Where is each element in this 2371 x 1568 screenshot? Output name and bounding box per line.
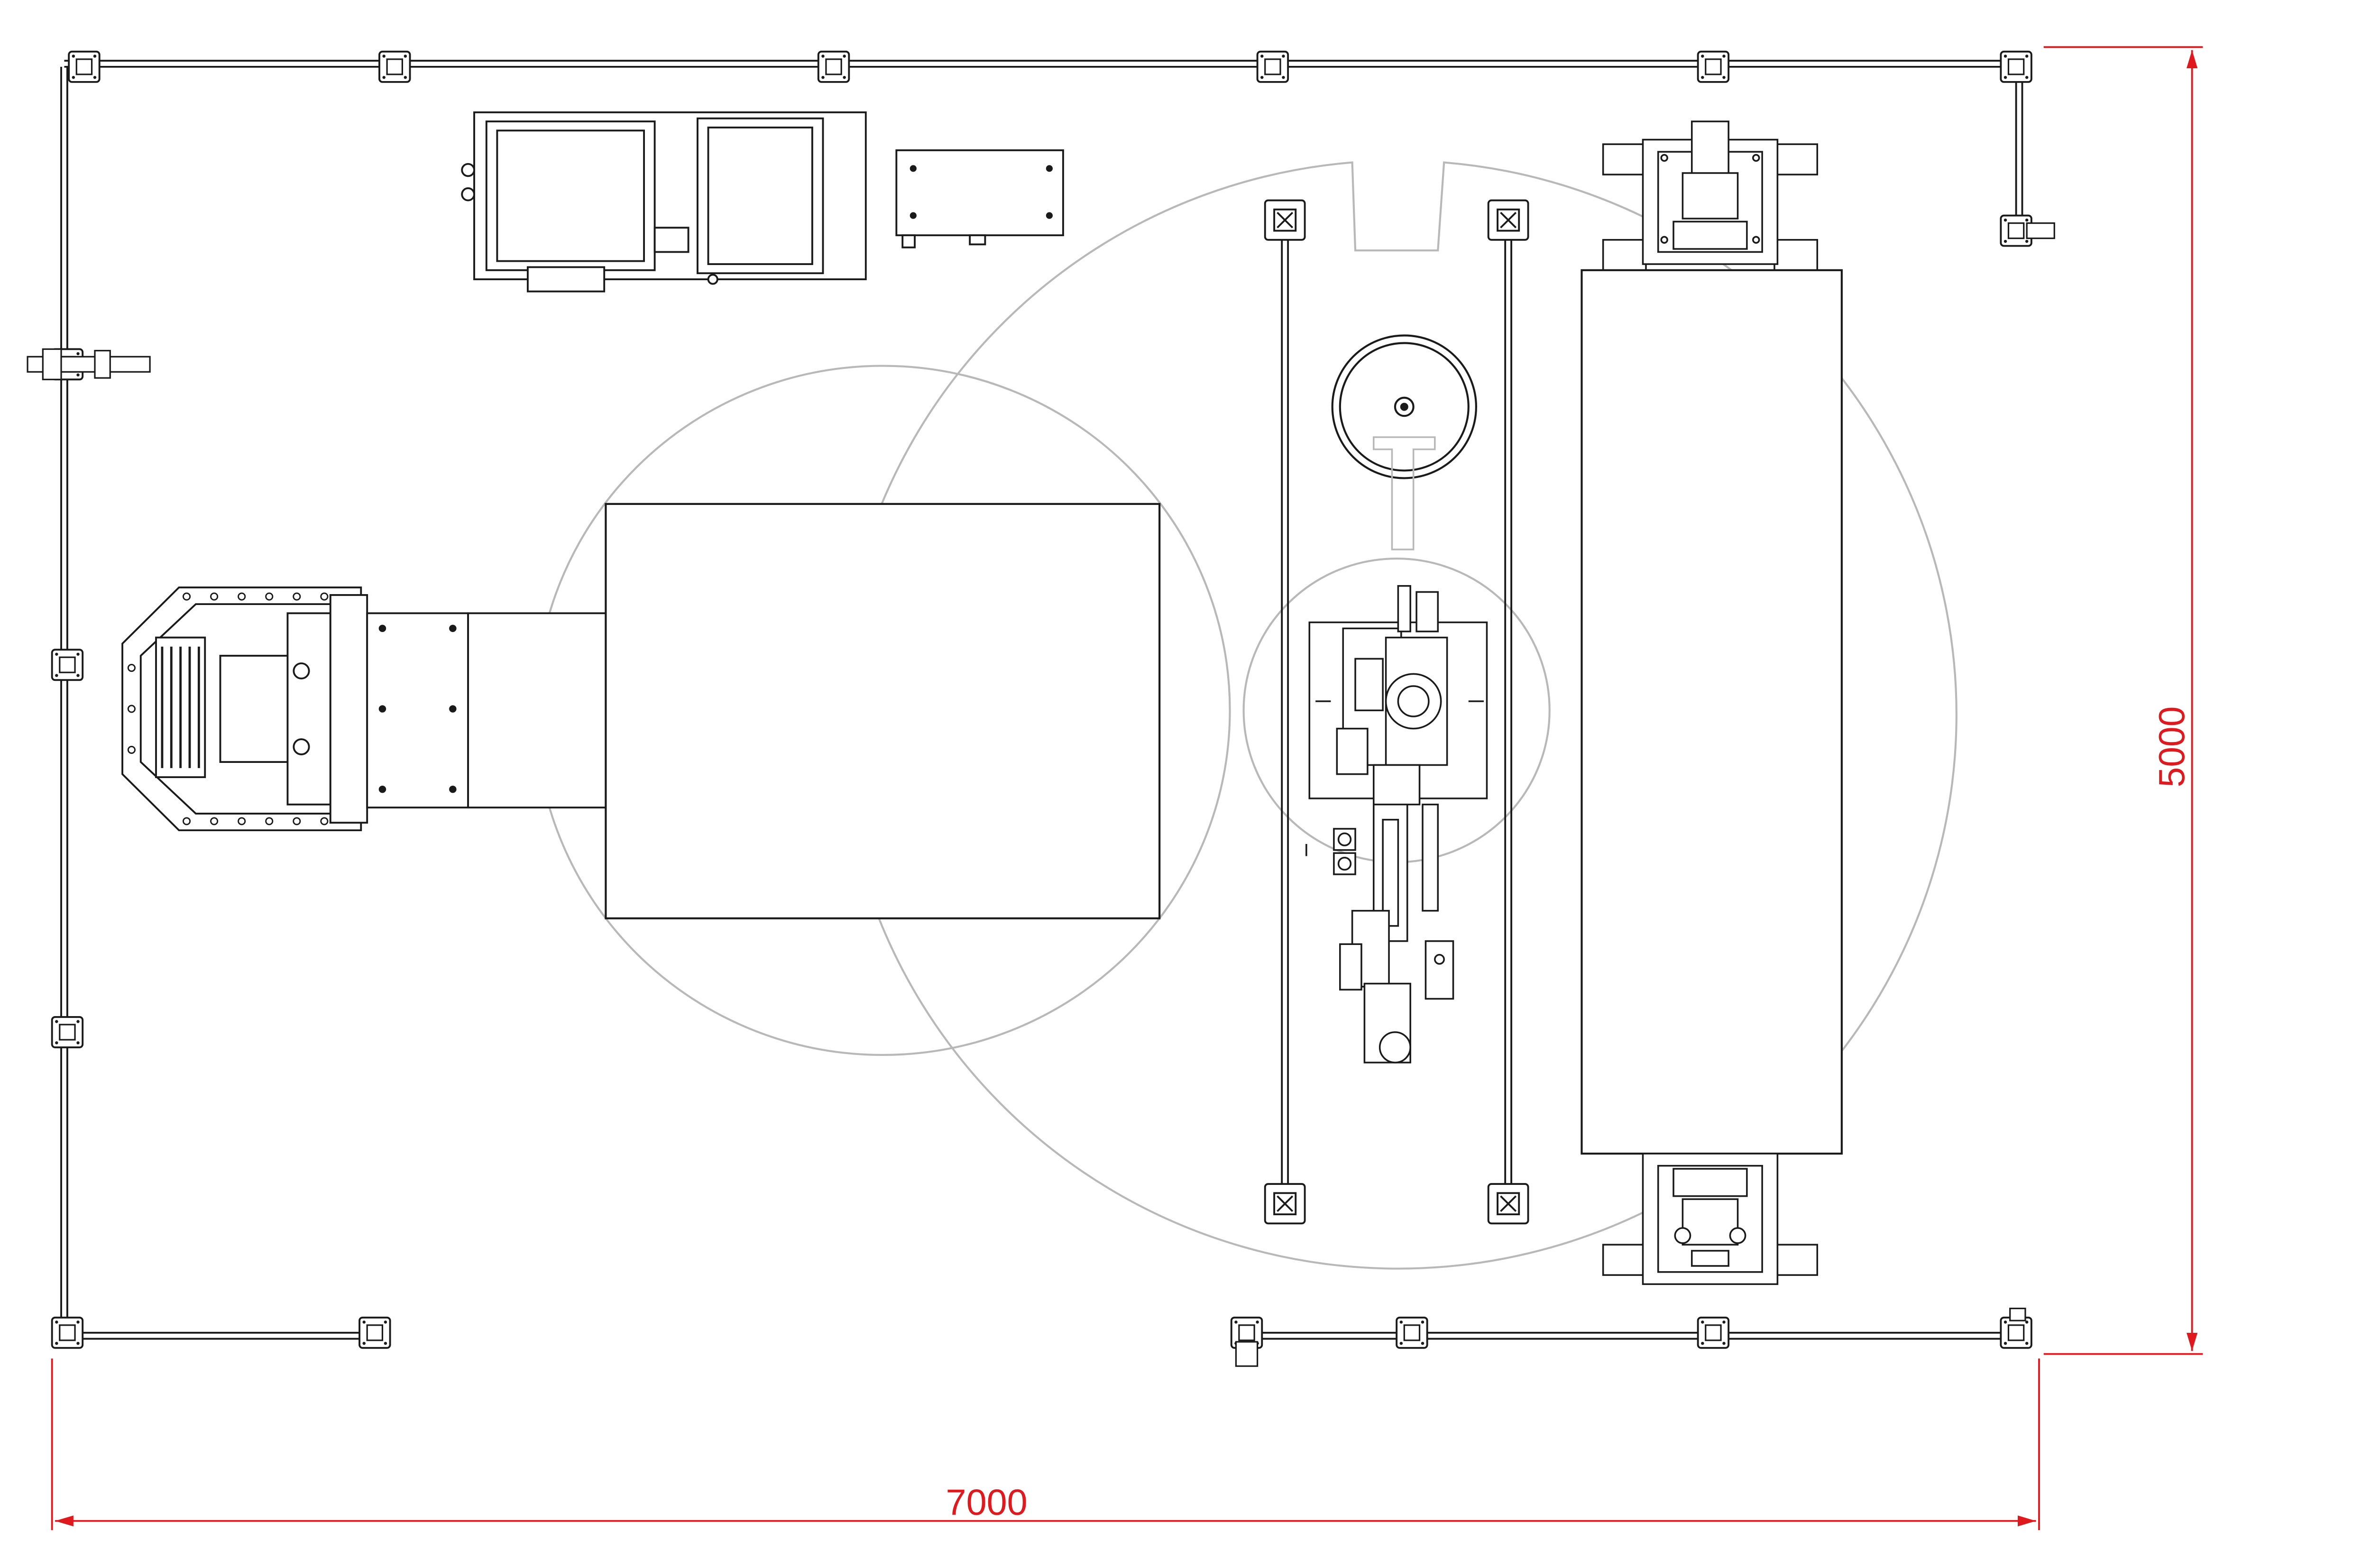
height-dimension-label: 5000 (2151, 706, 2192, 788)
height-dimension (2043, 46, 2203, 1355)
positioner-headstock (121, 587, 607, 832)
drive-unit-top (1602, 120, 1819, 271)
control-cabinets (461, 111, 1064, 293)
turntable-frame (1581, 269, 1843, 1155)
positioner-flange-bolts (127, 592, 329, 825)
wire-drum (1331, 334, 1477, 479)
robot-reach-envelope (838, 161, 1957, 1270)
drive-unit-bottom (1602, 1153, 1819, 1285)
width-dimension (51, 1358, 2040, 1530)
fence-door-hardware (27, 222, 2055, 1367)
width-dimension-label: 7000 (946, 1482, 1028, 1523)
welding-robot (1305, 585, 1488, 1064)
positioner-worktable (605, 503, 1161, 919)
robot-track-rails (1281, 220, 1513, 1204)
robot-envelope-inner-notch (1373, 436, 1436, 550)
safety-fence (60, 60, 2023, 1340)
